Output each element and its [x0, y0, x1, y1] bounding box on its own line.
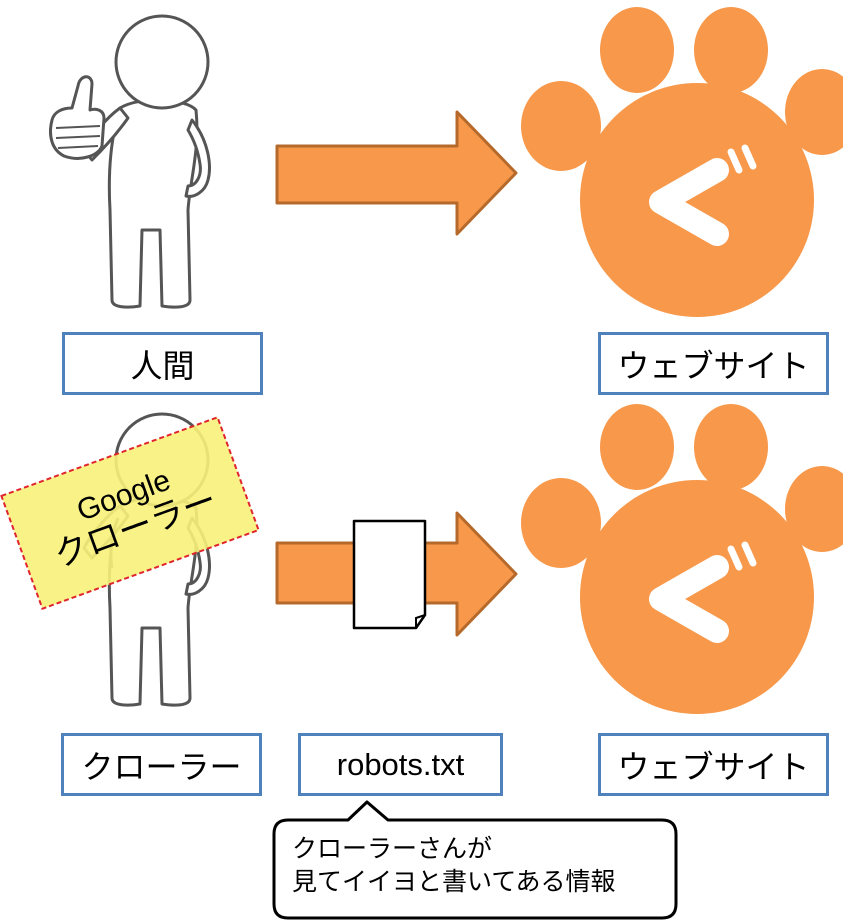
label-website-1-text: ウェブサイト	[617, 346, 810, 385]
label-human: 人間	[62, 332, 263, 395]
label-human-text: 人間	[130, 346, 195, 385]
label-crawler: クローラー	[61, 733, 262, 796]
label-website-1: ウェブサイト	[598, 332, 829, 395]
label-crawler-text: クローラー	[81, 747, 242, 786]
arrow-row1	[275, 110, 518, 236]
person-figure	[49, 14, 211, 309]
google-crawler-tag	[0, 416, 260, 610]
paw-logo-icon	[521, 7, 843, 317]
document-icon	[352, 519, 427, 630]
paw-logo-icon-2	[521, 404, 843, 714]
callout-bubble	[272, 800, 678, 920]
callout-text: クローラーさんが 見てイイヨと書いてある情報	[292, 832, 672, 898]
callout-line2: 見てイイヨと書いてある情報	[292, 867, 616, 896]
label-robots-text: robots.txt	[336, 746, 465, 782]
callout-line1: クローラーさんが	[292, 834, 493, 863]
label-robots-txt: robots.txt	[298, 733, 503, 796]
label-website-2-text: ウェブサイト	[617, 747, 810, 786]
label-website-2: ウェブサイト	[598, 733, 829, 796]
